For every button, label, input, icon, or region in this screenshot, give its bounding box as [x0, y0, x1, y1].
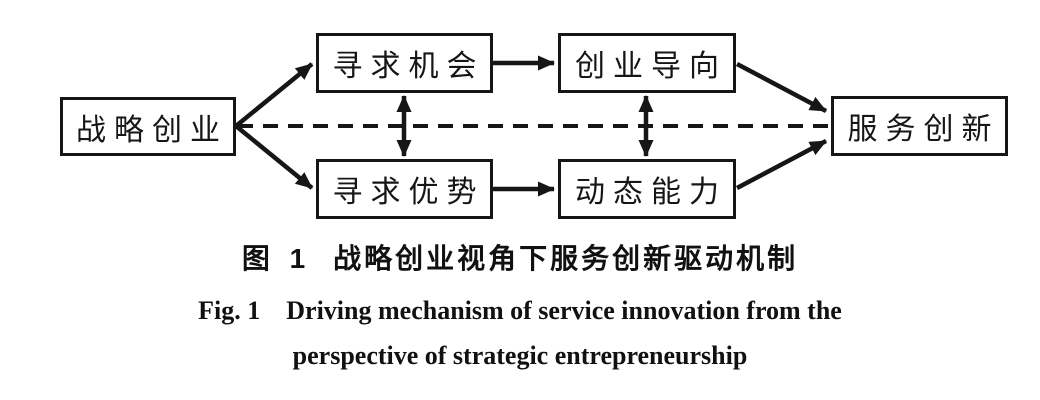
- figure-caption-en-line1: Fig. 1 Driving mechanism of service innov…: [0, 296, 1040, 326]
- flow-diagram: 战略创业 寻求机会 寻求优势 创业导向 动态能力 服务创新: [60, 33, 1008, 219]
- figure-caption-zh: 图 1 战略创业视角下服务创新驱动机制: [0, 237, 1040, 277]
- figure-title-en-line2: perspective of strategic entrepreneurshi…: [292, 341, 748, 370]
- figure-number-en: Fig. 1: [198, 296, 261, 325]
- node-strategic-entrepreneurship: 战略创业: [60, 97, 236, 156]
- edge-entrepreneurial-orientation-to-service-innovation: [735, 62, 828, 113]
- figure-title-en-line1: Driving mechanism of service innovation …: [286, 296, 842, 325]
- node-seek-opportunity: 寻求机会: [316, 33, 493, 93]
- figure-caption-en-line2: perspective of strategic entrepreneurshi…: [0, 341, 1040, 371]
- edge-strategic-to-seek-advantage: [234, 124, 314, 190]
- node-dynamic-capability: 动态能力: [558, 159, 736, 219]
- edge-strategic-to-seek-opportunity: [234, 62, 314, 128]
- diagram-arrows: [234, 55, 829, 197]
- edge-dynamic-capability-to-service-innovation: [735, 139, 828, 190]
- figure-title-zh: 战略创业视角下服务创新驱动机制: [333, 243, 799, 274]
- node-service-innovation: 服务创新: [831, 96, 1008, 156]
- node-seek-advantage: 寻求优势: [316, 159, 493, 219]
- figure-number-zh: 图 1: [241, 243, 312, 274]
- node-entrepreneurial-orientation: 创业导向: [558, 33, 736, 93]
